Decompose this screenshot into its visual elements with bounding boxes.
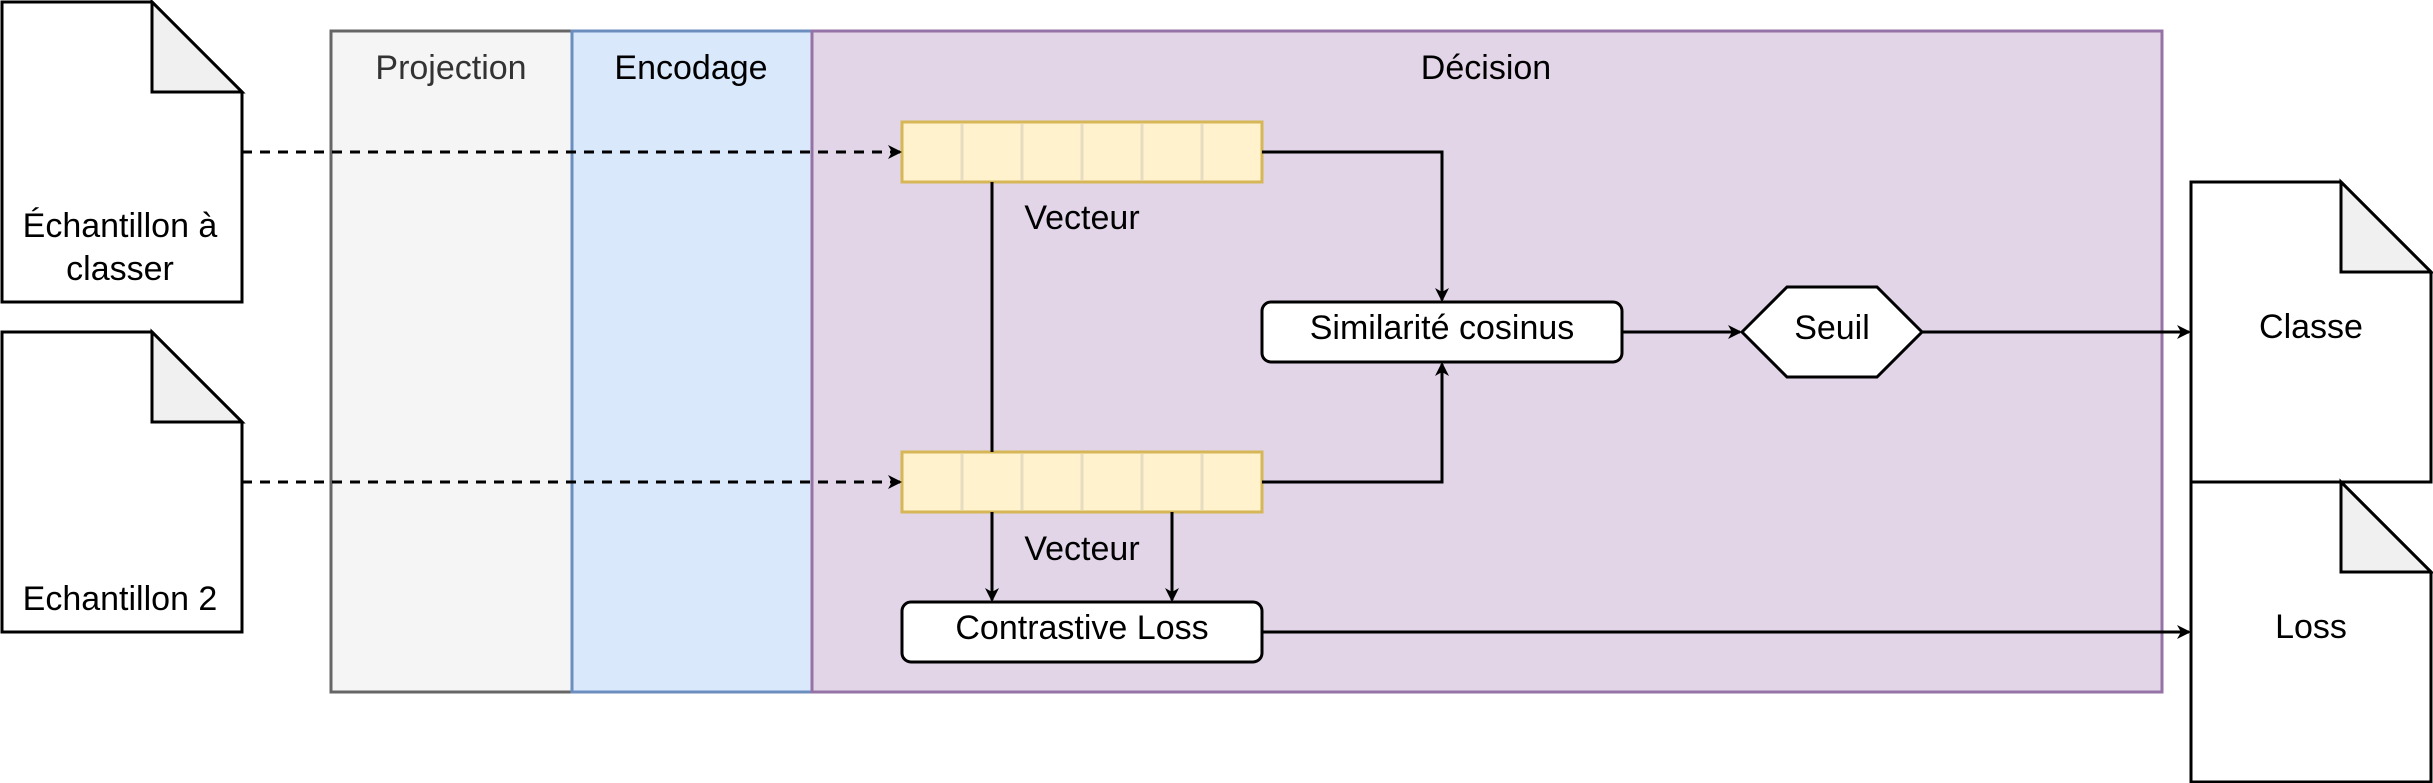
node-contrastive-loss-label: Contrastive Loss — [955, 609, 1208, 647]
vector-top-cells — [960, 124, 1204, 180]
output-class: Classe — [2189, 178, 2433, 484]
connectors — [242, 145, 2191, 639]
vector-top: Vecteur — [900, 120, 1264, 237]
lane-encodage — [570, 29, 814, 694]
document-fold — [150, 0, 246, 94]
document-fold — [150, 328, 246, 424]
input-sample-2-label: Echantillon 2 — [23, 580, 218, 618]
node-threshold: Seuil — [1739, 285, 1925, 379]
edge-vector-top-to-similarity — [1262, 150, 1449, 302]
node-cosine-similarity-label: Similarité cosinus — [1310, 309, 1575, 347]
input-sample-label-line2: classer — [66, 250, 174, 288]
node-threshold-label: Seuil — [1794, 309, 1870, 347]
document-fold — [2339, 478, 2433, 574]
edge-vector-bottom-to-similarity — [1262, 362, 1449, 484]
input-sample-2: Echantillon 2 — [0, 328, 246, 634]
lane-projection — [329, 29, 574, 694]
vector-top-label: Vecteur — [1024, 199, 1139, 237]
output-loss-label: Loss — [2275, 608, 2347, 646]
node-contrastive-loss: Contrastive Loss — [900, 600, 1264, 664]
vector-bottom: Vecteur — [900, 450, 1264, 568]
output-class-label: Classe — [2259, 308, 2363, 346]
node-cosine-similarity: Similarité cosinus — [1260, 300, 1624, 364]
vector-bottom-label: Vecteur — [1024, 530, 1139, 568]
input-sample-to-classify: Échantillon à classer — [0, 0, 246, 304]
vector-bottom-cells — [960, 454, 1204, 510]
document-fold — [2339, 178, 2433, 274]
lane-decision-title: Décision — [1421, 49, 1551, 87]
output-loss: Loss — [2189, 478, 2433, 783]
input-sample-label-line1: Échantillon à — [23, 207, 218, 245]
lane-projection-title: Projection — [375, 49, 526, 87]
lane-encodage-title: Encodage — [614, 49, 767, 87]
